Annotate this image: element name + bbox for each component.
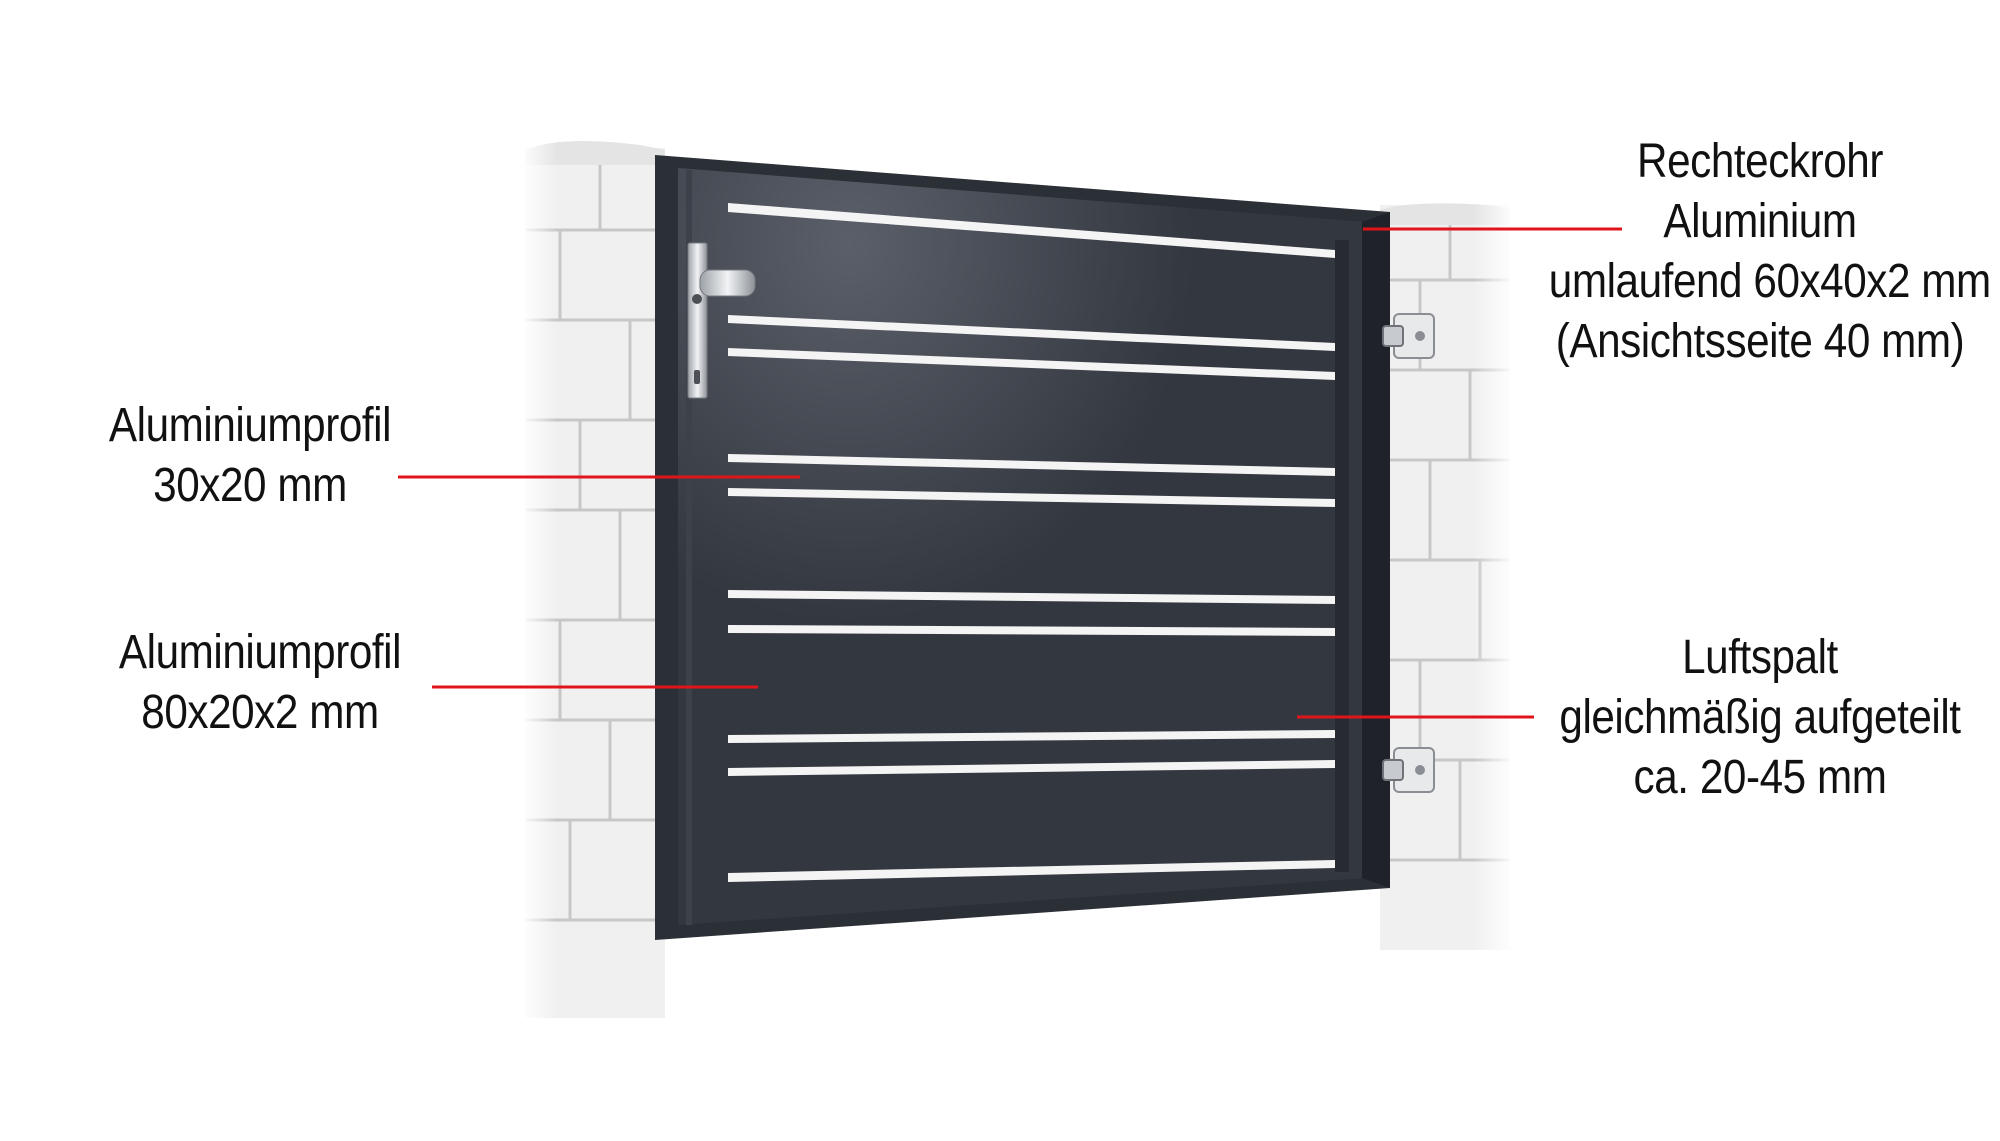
air-gap <box>728 454 1335 476</box>
label-line: (Ansichtsseite 40 mm) <box>1555 315 1965 368</box>
gate-inner-post <box>1335 240 1349 872</box>
air-gap <box>728 203 1335 258</box>
label-line: Aluminiumprofil <box>108 399 392 452</box>
label-line: gleichmäßig aufgeteilt <box>1559 691 1961 744</box>
leader-lines <box>398 227 1622 719</box>
label-aluminiumprofil-30x20: Aluminiumprofil 30x20 mm <box>83 396 417 516</box>
gate-frame-inner <box>678 168 1365 925</box>
label-line: ca. 20-45 mm <box>1633 751 1887 804</box>
air-gaps <box>728 203 1335 882</box>
label-line: 80x20x2 mm <box>141 686 379 739</box>
air-gap <box>728 860 1335 882</box>
left-pillar <box>520 140 670 1030</box>
hinge-icon <box>1382 747 1435 793</box>
gate <box>655 155 1390 940</box>
label-luftspalt: Luftspalt gleichmäßig aufgeteilt ca. 20-… <box>1549 628 1971 808</box>
door-handle-icon <box>687 242 756 399</box>
air-gap <box>728 730 1335 743</box>
gate-frame-edge <box>1362 212 1390 888</box>
right-pillar <box>1375 200 1515 960</box>
air-gap <box>728 760 1335 776</box>
air-gap <box>728 625 1335 636</box>
label-line: Luftspalt <box>1682 631 1838 684</box>
label-line: umlaufend 60x40x2 mm <box>1548 255 1991 308</box>
air-gap <box>728 348 1335 380</box>
label-line: Rechteckrohr <box>1637 135 1883 188</box>
air-gap <box>728 488 1335 507</box>
label-line: Aluminiumprofil <box>118 626 402 679</box>
label-line: 30x20 mm <box>153 459 347 512</box>
air-gap <box>728 315 1335 351</box>
label-line: Aluminium <box>1663 195 1857 248</box>
label-rechteckrohr: Rechteckrohr Aluminium umlaufend 60x40x2… <box>1548 132 1991 372</box>
hinge-icon <box>1382 313 1435 359</box>
air-gap <box>728 590 1335 604</box>
label-aluminiumprofil-80x20x2: Aluminiumprofil 80x20x2 mm <box>93 623 427 743</box>
